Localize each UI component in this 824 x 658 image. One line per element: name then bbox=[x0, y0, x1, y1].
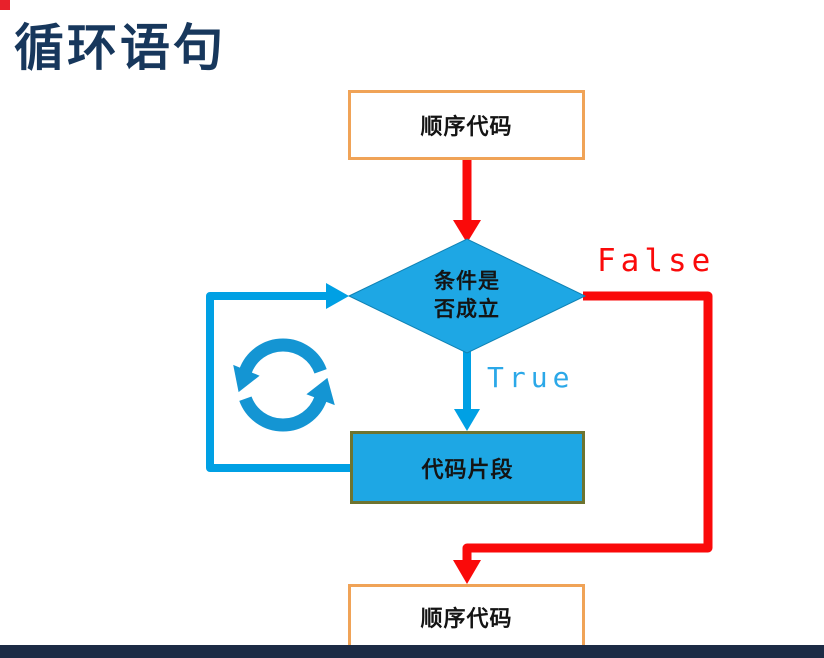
arrow-top-red bbox=[453, 160, 481, 243]
node-sequence-bottom: 顺序代码 bbox=[348, 584, 585, 650]
corner-marker bbox=[0, 0, 10, 10]
node-code-block-label: 代码片段 bbox=[421, 457, 514, 483]
true-branch-label: True bbox=[487, 361, 575, 394]
footer-bar bbox=[0, 645, 824, 658]
condition-label: 条件是 否成立 bbox=[397, 267, 537, 323]
node-sequence-top: 顺序代码 bbox=[348, 90, 585, 160]
page-title: 循环语句 bbox=[14, 19, 226, 77]
node-sequence-top-label: 顺序代码 bbox=[420, 115, 513, 140]
loop-refresh-icon bbox=[233, 338, 335, 432]
condition-label-line1: 条件是 bbox=[434, 269, 500, 293]
arrow-loop-blue bbox=[206, 283, 352, 472]
false-branch-label: False bbox=[597, 243, 716, 279]
condition-label-line2: 否成立 bbox=[434, 297, 500, 321]
node-code-block: 代码片段 bbox=[350, 431, 585, 504]
condition-diamond bbox=[347, 238, 587, 354]
arrow-false-red bbox=[453, 291, 713, 584]
node-sequence-bottom-label: 顺序代码 bbox=[420, 607, 513, 632]
arrow-true-blue bbox=[454, 350, 480, 431]
